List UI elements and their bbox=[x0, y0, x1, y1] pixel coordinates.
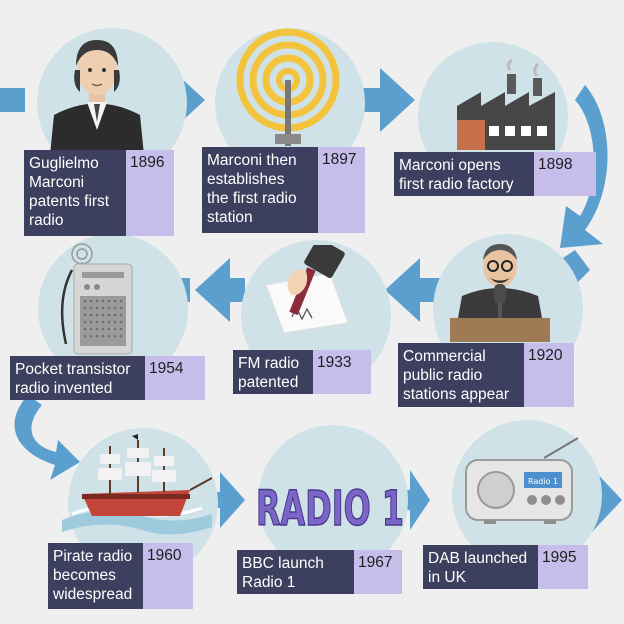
flow-arrow bbox=[0, 88, 25, 112]
radio-1-logo-icon: RADIO 1 bbox=[255, 480, 405, 538]
event-label-1897: Marconi then establishes the first radio… bbox=[202, 147, 318, 233]
dab-display-text: Radio 1 bbox=[528, 477, 558, 486]
factory-icon bbox=[457, 58, 555, 150]
event-year-1933: 1933 bbox=[313, 350, 371, 394]
flow-arrow bbox=[395, 470, 430, 530]
event-year-1897: 1897 bbox=[318, 147, 365, 233]
flow-arrow bbox=[195, 258, 245, 322]
event-year-1954: 1954 bbox=[145, 356, 205, 400]
event-year-1898: 1898 bbox=[534, 152, 596, 196]
flow-arrow bbox=[345, 68, 415, 132]
flow-arrow bbox=[14, 395, 80, 480]
event-year-1967: 1967 bbox=[354, 550, 402, 594]
event-label-1920: Commercial public radio stations appear bbox=[398, 343, 524, 407]
radio-mast-icon bbox=[236, 28, 340, 146]
event-label-1960: Pirate radio becomes widespread bbox=[48, 543, 143, 609]
event-label-1933: FM radio patented bbox=[233, 350, 313, 394]
flow-arrow bbox=[560, 85, 608, 248]
flow-arrow bbox=[205, 472, 245, 528]
event-label-1967: BBC launch Radio 1 bbox=[237, 550, 354, 594]
event-year-1896: 1896 bbox=[126, 150, 174, 236]
event-label-1954: Pocket transistor radio invented bbox=[10, 356, 145, 400]
event-year-1920: 1920 bbox=[524, 343, 574, 407]
event-year-1995: 1995 bbox=[538, 545, 588, 589]
event-label-1898: Marconi opens first radio factory bbox=[394, 152, 534, 196]
transistor-radio-icon bbox=[60, 243, 133, 355]
flow-arrow bbox=[385, 258, 440, 322]
radio-1-logo-text: RADIO 1 bbox=[256, 481, 404, 537]
event-label-1896: Guglielmo Marconi patents first radio bbox=[24, 150, 126, 236]
pirate-ship-icon bbox=[62, 434, 212, 535]
radio-speaker-icon bbox=[450, 244, 550, 342]
dab-radio-icon: Radio 1 bbox=[465, 437, 579, 524]
marconi-portrait-icon bbox=[50, 40, 144, 155]
pen-writing-icon bbox=[265, 245, 349, 334]
event-year-1960: 1960 bbox=[143, 543, 193, 609]
event-label-1995: DAB launched in UK bbox=[423, 545, 538, 589]
